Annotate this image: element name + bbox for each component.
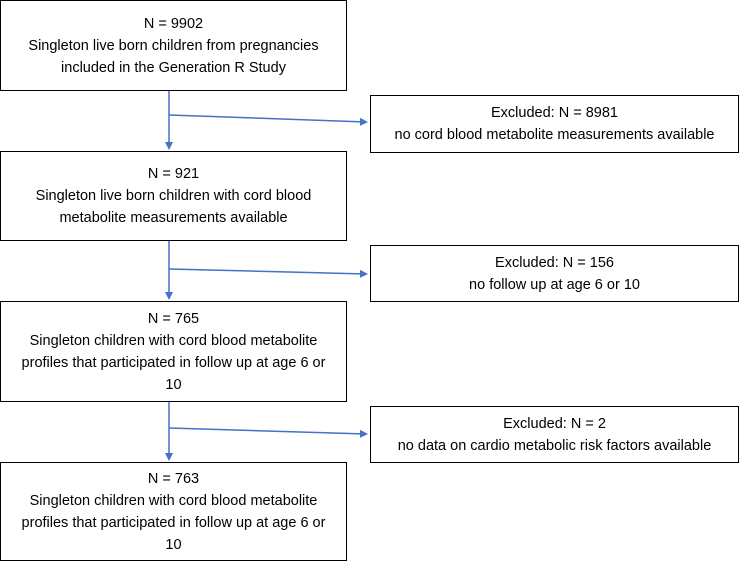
main-box-4-line-3: 10 [165,536,182,553]
main-box-2: N = 921 Singleton live born children wit… [0,151,347,241]
main-box-2-line-2: metabolite measurements available [59,210,288,226]
excluded-box-2: Excluded: N = 156 no follow up at age 6 … [370,245,739,302]
main-box-3-line-1: Singleton children with cord blood metab… [29,332,318,349]
main-box-2-line-1: Singleton live born children with cord b… [35,188,312,204]
branch-arrow-2 [168,268,368,278]
excluded-box-1-reason: no cord blood metabolite measurements av… [394,127,715,143]
main-box-2-count: N = 921 [147,166,200,182]
main-box-1-count: N = 9902 [143,15,204,32]
main-box-1-line-2: included in the Generation R Study [61,59,286,76]
main-box-4-line-1: Singleton children with cord blood metab… [29,492,318,509]
excluded-box-2-count: Excluded: N = 156 [495,254,614,271]
main-box-1: N = 9902 Singleton live born children fr… [0,0,347,91]
main-box-3-line-2: profiles that participated in follow up … [21,354,326,371]
excluded-box-2-reason: no follow up at age 6 or 10 [469,276,640,293]
excluded-box-1: Excluded: N = 8981 no cord blood metabol… [370,95,739,153]
main-box-3-line-3: 10 [165,376,182,393]
main-box-1-line-1: Singleton live born children from pregna… [28,37,319,54]
main-box-4: N = 763 Singleton children with cord blo… [0,462,347,561]
main-box-4-count: N = 763 [147,470,200,487]
excluded-box-3-reason: no data on cardio metabolic risk factors… [397,437,712,454]
main-box-3-count: N = 765 [147,310,200,327]
main-box-4-line-2: profiles that participated in follow up … [21,514,326,531]
branch-arrow-3 [168,427,368,438]
excluded-box-1-count: Excluded: N = 8981 [491,105,618,121]
branch-arrow-1 [168,114,368,126]
excluded-box-3: Excluded: N = 2 no data on cardio metabo… [370,406,739,463]
main-box-3: N = 765 Singleton children with cord blo… [0,301,347,402]
excluded-box-3-count: Excluded: N = 2 [503,415,606,432]
